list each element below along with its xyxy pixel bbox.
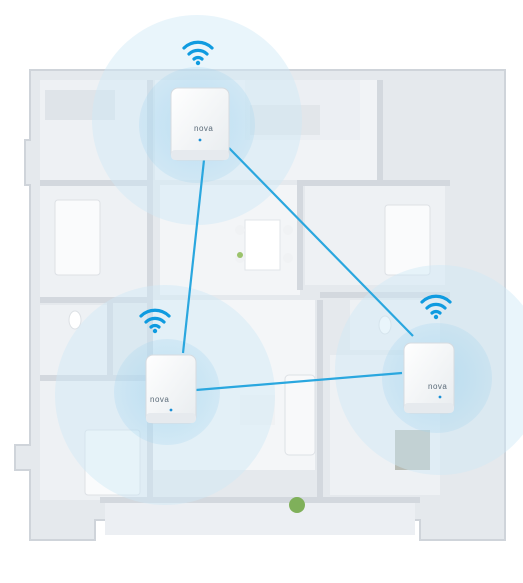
- room-balcony: [105, 500, 415, 535]
- toilet: [68, 310, 82, 330]
- link-top-right: [228, 147, 414, 337]
- status-led: [169, 408, 173, 412]
- kitchen-shelf: [250, 105, 320, 135]
- link-top-left: [181, 159, 206, 354]
- node-brand-label: nova: [150, 395, 169, 404]
- bed-right: [384, 204, 431, 276]
- dining-table: [244, 219, 281, 271]
- status-led: [438, 395, 442, 399]
- wifi-icon: [139, 308, 171, 334]
- bed-bottom-left: [84, 429, 141, 496]
- mesh-links: [181, 147, 414, 392]
- mesh-node-right: nova: [403, 342, 455, 414]
- furniture: [45, 90, 431, 513]
- dining-chair: [283, 225, 293, 235]
- mesh-node-left: nova: [145, 354, 197, 424]
- dining-chair: [235, 225, 245, 235]
- mesh-node-top: nova: [170, 87, 230, 161]
- kitchen-counter: [45, 90, 115, 120]
- bed-left: [54, 199, 101, 276]
- sofa: [284, 374, 316, 456]
- dining-chair: [283, 253, 293, 263]
- node-brand-label: nova: [194, 124, 213, 133]
- wifi-icon: [182, 40, 214, 66]
- wifi-icon: [420, 294, 452, 320]
- link-left-right: [195, 371, 403, 392]
- status-led: [198, 138, 202, 142]
- armchairs: [395, 430, 430, 470]
- plant: [237, 252, 243, 258]
- plant: [289, 497, 305, 513]
- toilet: [378, 315, 392, 335]
- coffee-table: [240, 395, 275, 425]
- node-brand-label: nova: [428, 382, 447, 391]
